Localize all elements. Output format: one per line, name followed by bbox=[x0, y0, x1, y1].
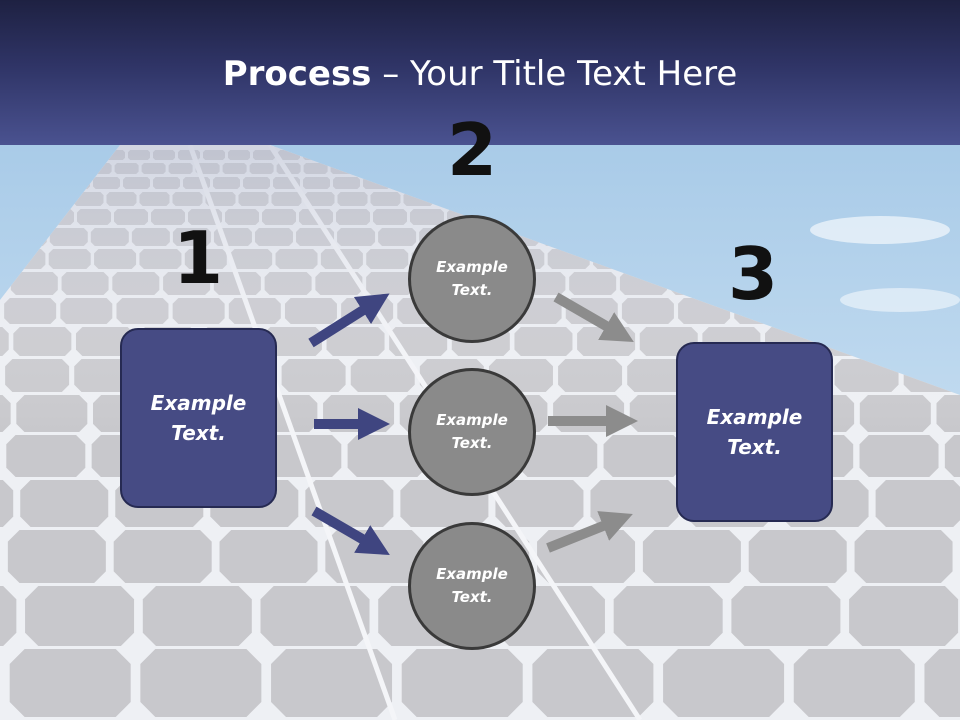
title-bar bbox=[0, 0, 960, 145]
circle-1-line1: Example bbox=[436, 258, 508, 276]
title-rest: – Your Title Text Here bbox=[371, 54, 738, 94]
step-1-line1: Example bbox=[150, 391, 247, 415]
title-strong: Process bbox=[222, 54, 372, 94]
step-1-line2: Text. bbox=[171, 421, 226, 445]
arrow-circle-top-to-3 bbox=[553, 292, 634, 343]
step-3-number: 3 bbox=[727, 232, 779, 316]
step-3-box: Example Text. bbox=[676, 342, 833, 522]
circle-2-line2: Text. bbox=[451, 434, 493, 452]
cloud bbox=[840, 288, 960, 312]
circle-1-line2: Text. bbox=[451, 281, 493, 299]
step-2-number: 2 bbox=[446, 108, 498, 192]
circle-3-line1: Example bbox=[436, 565, 508, 583]
circle-2-line1: Example bbox=[436, 411, 508, 429]
slide-title: Process – Your Title Text Here bbox=[0, 54, 960, 94]
step-2-circle-bottom: Example Text. bbox=[408, 522, 536, 650]
arrow-1-to-circle-bottom bbox=[311, 506, 390, 556]
step-3-line1: Example bbox=[706, 405, 803, 429]
step-1-box: Example Text. bbox=[120, 328, 277, 508]
step-2-circle-top: Example Text. bbox=[408, 215, 536, 343]
circle-3-line2: Text. bbox=[451, 588, 493, 606]
step-1-number: 1 bbox=[172, 216, 224, 300]
step-2-circle-middle: Example Text. bbox=[408, 368, 536, 496]
arrow-1-to-circle-top bbox=[308, 293, 390, 348]
arrow-circle-bottom-to-3 bbox=[546, 511, 633, 553]
step-3-line2: Text. bbox=[727, 435, 782, 459]
cloud bbox=[810, 216, 950, 244]
